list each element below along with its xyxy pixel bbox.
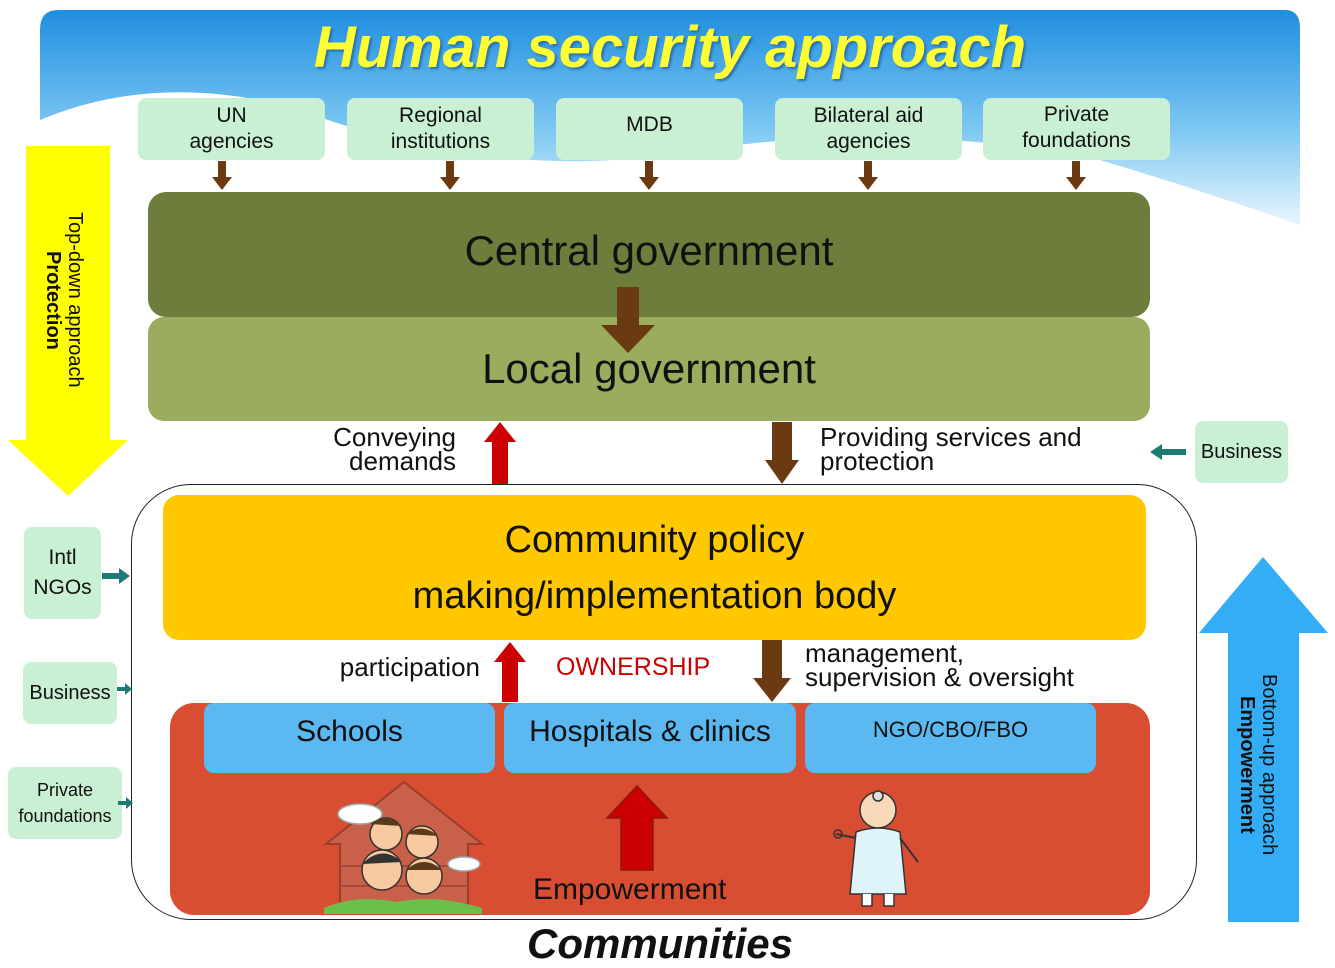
doctor-illustration: [833, 790, 919, 907]
donor-arrow-4: [858, 161, 878, 190]
bottomup-label: Bottom-up approach Empowerment: [1236, 640, 1280, 890]
donor-arrow-5: [1066, 161, 1086, 190]
bottomup-arrow: [1199, 557, 1328, 922]
donor-mdb: MDB: [556, 98, 743, 160]
bottomup-line1: Bottom-up approach: [1258, 674, 1280, 856]
ngo-cbo-fbo-box: NGO/CBO/FBO: [805, 703, 1096, 773]
schools-box: Schools: [204, 703, 495, 773]
providing-services-label: Providing services and protection: [820, 422, 1082, 476]
family-house-illustration: [323, 780, 485, 914]
donor-arrow-2: [440, 161, 460, 190]
community-policy-body: Community policy making/implementation b…: [163, 495, 1146, 640]
management-down-arrow: [753, 640, 791, 702]
intl-ngos-arrow: [102, 568, 130, 584]
community-policy-line2: making/implementation body: [412, 574, 897, 617]
intl-ngos-box: Intl NGOs: [24, 527, 101, 619]
conveying-demands-label: Conveying demands: [333, 422, 456, 476]
topdown-line2: Protection: [42, 250, 64, 350]
communities-title: Communities: [526, 920, 794, 967]
donor-arrow-3: [639, 161, 659, 190]
donor-un-agencies: UN agencies: [138, 98, 325, 160]
central-to-local-arrow: [601, 287, 655, 353]
empowerment-up-arrow: [605, 784, 669, 871]
topdown-line1: Top-down approach: [64, 212, 86, 388]
page-title: Human security approach: [313, 14, 1027, 80]
business-left-box: Business: [23, 662, 117, 724]
donor-regional-institutions: Regional institutions: [347, 98, 534, 160]
hospitals-clinics-box: Hospitals & clinics: [504, 703, 796, 773]
local-government: Local government: [148, 317, 1150, 421]
bottomup-line2: Empowerment: [1236, 696, 1258, 834]
participation-label: participation: [339, 652, 480, 682]
topdown-label: Top-down approach Protection: [42, 180, 86, 420]
business-right-box: Business: [1195, 421, 1288, 483]
topdown-arrow: [8, 146, 128, 496]
private-foundations-left-arrow: [118, 797, 133, 809]
donor-private-foundations: Private foundations: [983, 98, 1170, 160]
providing-down-arrow: [765, 422, 799, 484]
business-left-arrow: [117, 683, 132, 695]
ownership-label: OWNERSHIP: [556, 653, 711, 681]
private-foundations-left-box: Private foundations: [8, 767, 122, 839]
community-policy-line1: Community policy: [504, 518, 805, 561]
donor-arrow-1: [212, 161, 232, 190]
conveying-up-arrow: [484, 422, 516, 484]
participation-up-arrow: [494, 642, 526, 702]
central-government: Central government: [148, 192, 1150, 317]
business-right-arrow: [1150, 444, 1186, 460]
donor-bilateral-aid: Bilateral aid agencies: [775, 98, 962, 160]
management-label: management, supervision & oversight: [805, 638, 1074, 692]
empowerment-label: Empowerment: [533, 873, 727, 906]
